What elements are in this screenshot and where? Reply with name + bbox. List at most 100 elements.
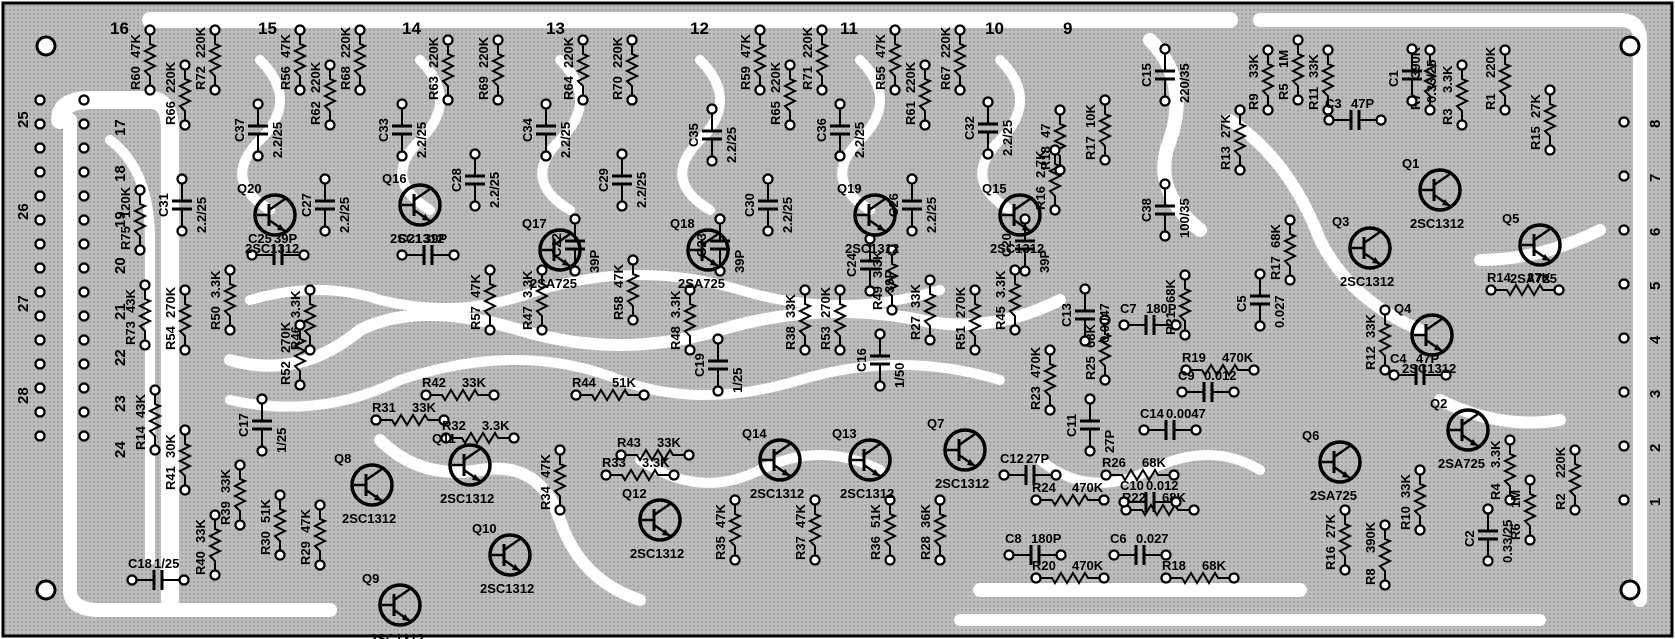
- capacitor-pad: [569, 265, 581, 277]
- resistor-value: 47K: [468, 274, 483, 298]
- edge-pad: [78, 358, 90, 370]
- resistor-symbol: [1282, 224, 1298, 276]
- resistor-value: 68K: [1142, 455, 1166, 470]
- resistor-pad: [294, 379, 306, 391]
- resistor-pad: [488, 389, 500, 401]
- resistor-pad: [442, 94, 454, 106]
- edge-pin-label-6: 6: [1647, 228, 1664, 236]
- resistor-value: 68K: [1163, 279, 1178, 303]
- resistor-ref: R71: [800, 66, 815, 90]
- resistor-value: 220K: [193, 26, 208, 58]
- resistor-pad: [149, 444, 161, 456]
- resistor-value: 220K: [308, 61, 323, 93]
- column-header-14: 14: [402, 19, 421, 38]
- capacitor-ref: C28: [449, 168, 464, 192]
- resistor-value: 47K: [538, 454, 553, 478]
- capacitor-pad: [616, 200, 628, 212]
- resistor-symbol: [1042, 354, 1058, 406]
- capacitor-pad: [712, 333, 724, 345]
- resistor-pad: [1098, 572, 1110, 584]
- resistor-pad: [799, 344, 811, 356]
- capacitor-pad: [1323, 114, 1335, 126]
- transistor-type: 2SC1312: [1340, 274, 1394, 289]
- resistor-value: 120K: [118, 186, 133, 218]
- resistor-pad: [1009, 324, 1021, 336]
- resistor-pad: [954, 24, 966, 36]
- resistor-pad: [919, 119, 931, 131]
- capacitor-value: 27P: [1026, 451, 1049, 466]
- edge-pin-label-17: 17: [112, 119, 129, 136]
- capacitor-ref: C31: [156, 193, 171, 217]
- capacitor-value: 47P: [1351, 96, 1374, 111]
- resistor-pad: [420, 389, 432, 401]
- edge-pad: [78, 310, 90, 322]
- capacitor-ref: C35: [686, 123, 701, 147]
- capacitor-ref: C29: [596, 168, 611, 192]
- resistor-pad: [626, 34, 638, 46]
- resistor-symbol: [1412, 474, 1428, 526]
- capacitor-pad: [1003, 549, 1015, 561]
- resistor-symbol: [624, 44, 640, 96]
- edge-pin-label-1: 1: [1647, 498, 1664, 506]
- resistor-ref: R63: [426, 76, 441, 100]
- capacitor-ref: C30: [742, 193, 757, 217]
- resistor-value: 47K: [873, 34, 888, 58]
- capacitor-value: 0.33/25: [1500, 520, 1515, 563]
- resistor-value: 3.3K: [482, 418, 510, 433]
- capacitor-value: 2.2/25: [270, 122, 285, 158]
- capacitor-pad: [1159, 230, 1171, 242]
- capacitor-pad: [714, 213, 726, 225]
- resistor-symbol: [380, 413, 440, 427]
- resistor-pad: [954, 84, 966, 96]
- resistor-pad: [1499, 104, 1511, 116]
- resistor-pad: [554, 504, 566, 516]
- resistor-pad: [816, 84, 828, 96]
- resistor-pad: [179, 284, 191, 296]
- resistor-symbol: [682, 294, 698, 346]
- resistor-pad: [729, 494, 741, 506]
- transistor-type: 2SC1312: [935, 476, 989, 491]
- capacitor-ref: C32: [962, 116, 977, 140]
- capacitor-pad: [1159, 43, 1171, 55]
- edge-pad: [1618, 440, 1630, 452]
- resistor-ref: R65: [768, 101, 783, 125]
- capacitor-pad: [540, 98, 552, 110]
- resistor-value: 47: [1038, 124, 1053, 138]
- capacitor-pad: [569, 213, 581, 225]
- transistor-body: [998, 193, 1042, 237]
- resistor-pad: [969, 344, 981, 356]
- capacitor-pad: [1482, 555, 1494, 567]
- capacitor-value: 39P: [587, 250, 602, 273]
- resistor-symbol: [552, 454, 568, 506]
- resistor-ref: R3: [1440, 108, 1455, 125]
- resistor-value: 33K: [1363, 314, 1378, 338]
- capacitor-value: 2.2/25: [924, 197, 939, 233]
- resistor-ref: R45: [993, 306, 1008, 330]
- capacitor-pad: [1079, 283, 1091, 295]
- resistor-ref: R43: [617, 435, 641, 450]
- capacitor-value: 0.027: [1272, 295, 1287, 328]
- resistor-pad: [577, 34, 589, 46]
